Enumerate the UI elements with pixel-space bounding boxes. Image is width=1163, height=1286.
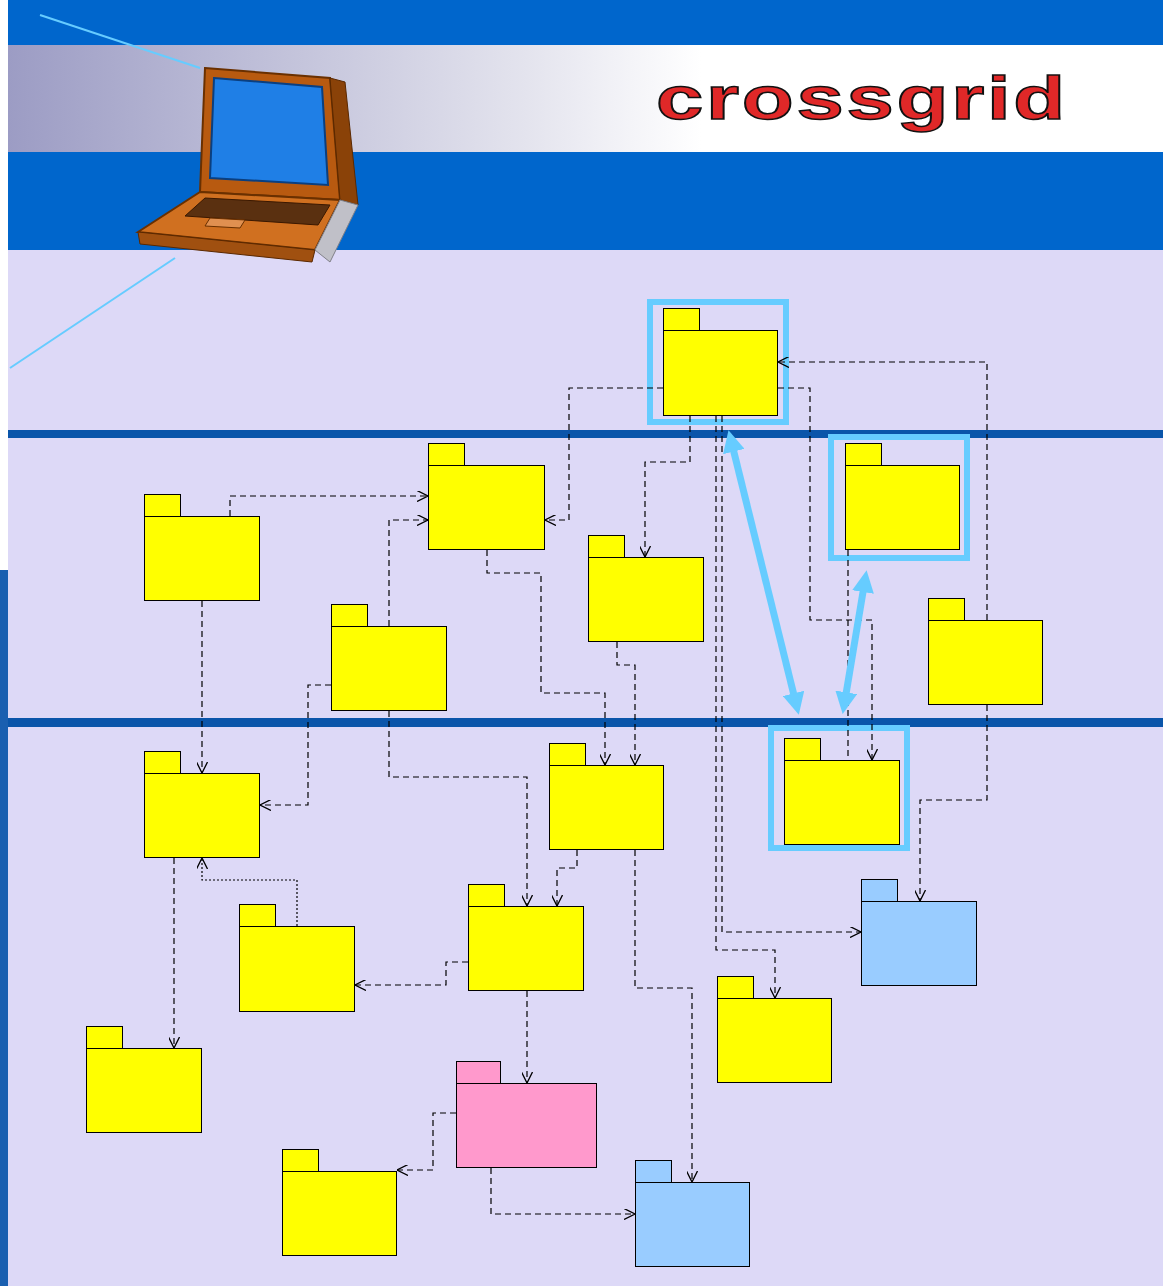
dependency-arrow: [389, 520, 428, 626]
dependency-arrow: [201, 601, 202, 773]
package-folder: [331, 626, 447, 711]
dependency-arrow: [722, 416, 861, 932]
folder-tab: [468, 884, 505, 907]
folder-tab: [784, 738, 821, 761]
dependency-arrow: [397, 1113, 456, 1170]
package-folder: [282, 1171, 397, 1256]
dependency-arrow: [645, 416, 690, 557]
package-folder: [717, 998, 832, 1083]
dependency-arrow: [635, 850, 692, 1182]
folder-tab: [86, 1026, 123, 1049]
dependency-arrow: [545, 388, 663, 520]
dependency-arrow: [355, 962, 468, 985]
folder-tab: [663, 308, 700, 331]
folder-tab: [239, 904, 276, 927]
package-folder: [428, 465, 545, 550]
dependency-arrow: [173, 858, 174, 1048]
package-folder: [144, 516, 260, 601]
folder-tab: [861, 879, 898, 902]
header-bar: [8, 0, 1163, 45]
dependency-arrow: [617, 642, 635, 765]
dependency-arrow: [202, 858, 297, 926]
relation-arrow: [845, 586, 864, 699]
folder-tab: [635, 1160, 672, 1183]
folder-tab: [845, 443, 882, 466]
laptop-illustration: [138, 68, 358, 262]
package-folder: [845, 465, 960, 550]
package-folder: [456, 1083, 597, 1168]
package-folder: [144, 773, 260, 858]
layer-divider: [8, 430, 1163, 438]
package-folder: [549, 765, 664, 850]
header-bar: [8, 152, 1163, 250]
decor-line: [40, 15, 200, 68]
dependency-arrow: [847, 550, 848, 760]
dependency-arrow: [389, 711, 527, 906]
folder-tab: [717, 976, 754, 999]
content-ground: [8, 250, 1163, 1286]
package-folder: [861, 901, 977, 986]
folder-tab: [144, 751, 181, 774]
package-folder: [588, 557, 704, 642]
dependency-arrow: [491, 1168, 635, 1214]
folder-tab: [928, 598, 965, 621]
package-folder: [784, 760, 900, 845]
package-folder: [86, 1048, 202, 1133]
dependency-arrow: [557, 850, 577, 906]
folder-tab: [549, 743, 586, 766]
package-folder: [663, 330, 778, 416]
dependency-arrow: [920, 705, 987, 901]
package-folder: [468, 906, 584, 991]
dependency-arrow: [260, 685, 331, 805]
package-folder: [928, 620, 1043, 705]
package-folder: [635, 1182, 750, 1267]
folder-tab: [144, 494, 181, 517]
folder-tab: [588, 535, 625, 558]
folder-tab: [456, 1061, 501, 1084]
folder-tab: [331, 604, 368, 627]
side-strip: [0, 570, 8, 1286]
layer-divider: [8, 718, 1163, 727]
decor-line: [10, 258, 175, 368]
folder-tab: [428, 443, 465, 466]
relation-arrow: [732, 445, 795, 700]
logo-text: crossgrid: [656, 62, 1068, 133]
dependency-arrow: [526, 991, 527, 1083]
dependency-arrow: [778, 362, 987, 620]
dependency-arrow: [230, 496, 428, 516]
package-folder: [239, 926, 355, 1012]
folder-tab: [282, 1149, 319, 1172]
